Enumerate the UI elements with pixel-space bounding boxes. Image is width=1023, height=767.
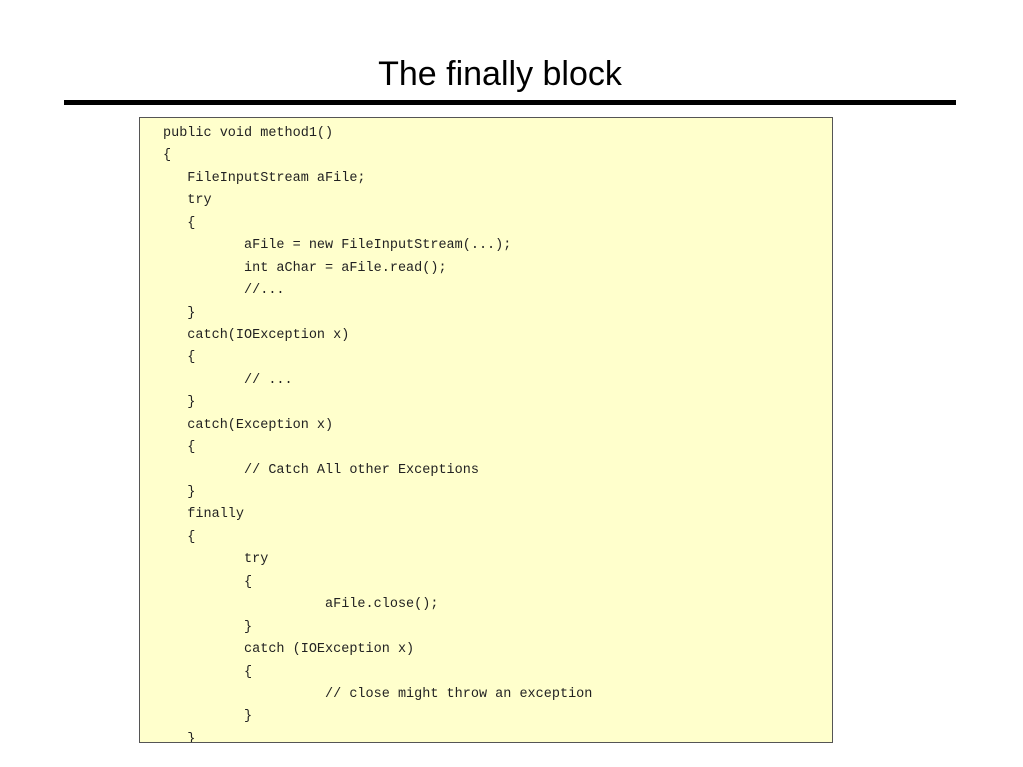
code-line: public void method1() [163,126,334,141]
code-line: } [163,485,196,500]
code-line: } [163,709,253,725]
code-block: public void method1() { FileInputStream … [163,123,593,743]
code-line: // ... [163,372,293,388]
code-line: aFile.close(); [163,597,439,613]
code-line: } [163,731,196,743]
code-line: { [163,350,196,366]
code-line: finally [163,507,245,523]
title-divider [64,100,956,105]
code-line: } [163,395,196,411]
code-line: try [163,193,212,209]
code-line: try [163,552,269,568]
code-line: aFile = new FileInputStream(...); [163,238,512,254]
code-line: } [163,305,196,321]
code-line: catch (IOException x) [163,642,415,658]
code-line: { [163,440,196,456]
code-line: { [163,664,253,680]
code-line: catch(Exception x) [163,417,334,433]
code-line: { [163,215,196,231]
slide-title: The finally block [378,55,622,93]
code-line: FileInputStream aFile; [163,170,366,186]
code-line: //... [163,283,285,299]
code-line: // close might throw an exception [163,686,593,702]
code-box: public void method1() { FileInputStream … [139,117,833,743]
code-line: { [163,148,172,164]
code-line: catch(IOException x) [163,327,350,343]
code-line: int aChar = aFile.read(); [163,260,447,276]
code-line: { [163,574,253,590]
code-line: } [163,619,253,635]
code-line: // Catch All other Exceptions [163,462,479,478]
code-line: { [163,529,196,545]
